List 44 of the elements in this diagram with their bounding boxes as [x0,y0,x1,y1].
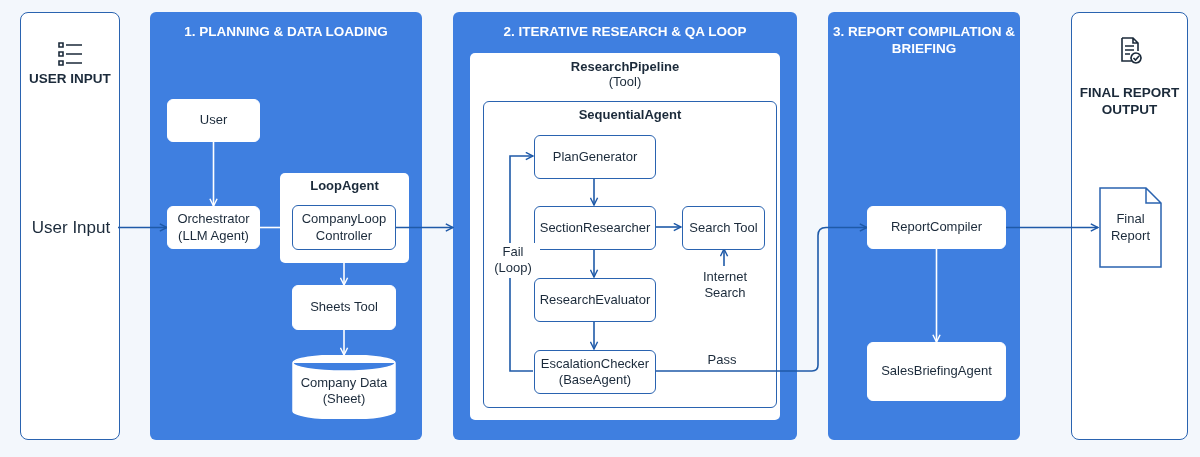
process-box: CompanyLoop Controller [292,205,396,250]
panel-card [1071,12,1188,440]
group-title: ResearchPipeline [569,59,681,76]
database-cylinder: Company Data (Sheet) [292,355,396,419]
arrow [117,223,168,232]
group-box [280,173,409,263]
arrow [509,151,534,372]
arrow [589,177,599,206]
node-label: User Input [23,199,119,257]
stage-panel [828,12,1020,440]
panel-title: 3. REPORT COMPILATION & BRIEFING [832,24,1016,58]
group-title: SequentialAgent [577,107,683,124]
arrow [654,223,868,372]
arrow [932,248,941,343]
arrow [209,141,218,207]
process-box: SectionResearcher [534,206,656,250]
node-label: Internet Search [689,267,761,303]
arrow [395,223,454,232]
process-box: User [167,99,260,142]
panel-title: FINAL REPORT OUTPUT [1078,85,1181,119]
process-box: PlanGenerator [534,135,656,179]
process-box: ResearchEvaluator [534,278,656,322]
arrow [589,248,599,278]
group-box [470,53,780,420]
stage-panel [453,12,797,440]
process-box: Search Tool [682,206,765,250]
group-subtitle: (Tool) [607,74,643,91]
arrow [1005,223,1099,232]
process-box: Orchestrator (LLM Agent) [167,206,260,249]
panel-title: USER INPUT [28,71,112,88]
arrow [589,320,599,350]
process-box: EscalationChecker (BaseAgent) [534,350,656,394]
panel-card [20,12,120,440]
group-box [483,101,777,408]
panel-title: 2. ITERATIVE RESEARCH & QA LOOP [502,24,748,41]
arrow [719,248,729,267]
stage-panel [150,12,422,440]
arrow [339,329,349,356]
panel-title: 1. PLANNING & DATA LOADING [183,24,389,41]
process-box: Sheets Tool [292,285,396,330]
arrow [654,222,682,232]
process-box: SalesBriefingAgent [867,342,1006,401]
group-title: LoopAgent [309,178,380,195]
process-box: ReportCompiler [867,206,1006,249]
